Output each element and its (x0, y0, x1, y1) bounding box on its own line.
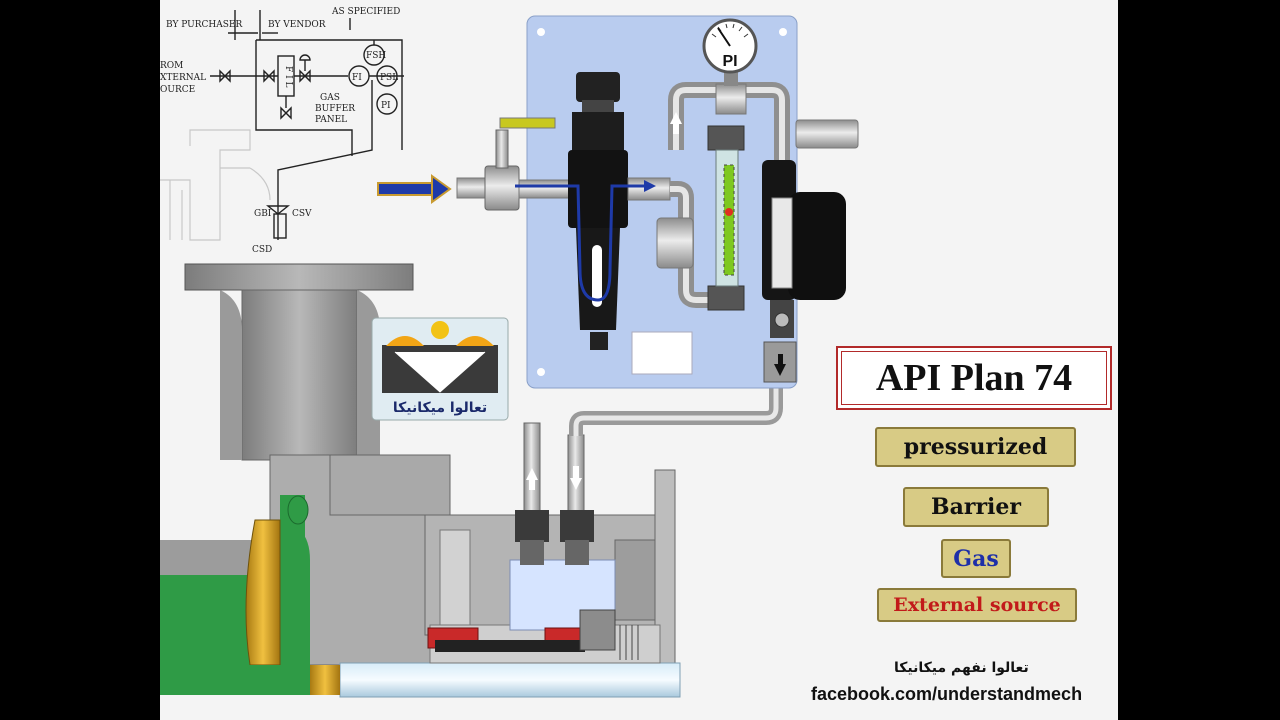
svg-text:GBI: GBI (254, 209, 272, 219)
svg-text:BY PURCHASER: BY PURCHASER (166, 20, 242, 30)
svg-text:PI: PI (381, 101, 391, 111)
svg-text:ROM: ROM (160, 61, 183, 71)
schematic-labels: BY PURCHASER BY VENDOR AS SPECIFIED ROM … (160, 7, 400, 255)
gas-buffer-panel (526, 15, 798, 389)
pump-casing (160, 263, 676, 681)
plan-title: API Plan 74 (875, 357, 1073, 399)
check-valve (656, 217, 694, 269)
flowmeter-fi (707, 125, 745, 311)
seal-ports (515, 422, 594, 565)
svg-text:PSL: PSL (380, 73, 398, 83)
label-gas-text: Gas (953, 545, 999, 572)
svg-text:GAS: GAS (320, 93, 340, 103)
svg-text:FI: FI (352, 73, 362, 83)
svg-text:AS SPECIFIED: AS SPECIFIED (331, 7, 400, 17)
diagram-stage: BY PURCHASER BY VENDOR AS SPECIFIED ROM … (160, 0, 1118, 720)
faded-pump-outline (160, 129, 271, 241)
footer-arabic: تعالوا نفهم ميكانيكا (894, 660, 1029, 676)
pressure-gauge: PI (702, 18, 758, 115)
svg-text:FSH: FSH (366, 51, 386, 61)
gauge-label: PI (722, 53, 737, 70)
label-barrier: Barrier (903, 487, 1049, 527)
inlet-arrow (377, 174, 452, 204)
piping-schematic (210, 10, 404, 240)
svg-text:F I L: F I L (283, 66, 293, 88)
svg-text:BY VENDOR: BY VENDOR (268, 20, 326, 30)
svg-text:OURCE: OURCE (160, 85, 195, 95)
svg-text:PANEL: PANEL (315, 115, 347, 125)
plan74-illustration: BY PURCHASER BY VENDOR AS SPECIFIED ROM … (160, 7, 859, 698)
plan-title-box: API Plan 74 (836, 346, 1112, 410)
label-barrier-text: Barrier (931, 494, 1021, 520)
label-external-source-text: External source (893, 594, 1061, 616)
label-external-source: External source (877, 588, 1077, 622)
logo-text: تعالوا ميكانيكا (393, 400, 487, 416)
seal-cartridge (427, 559, 661, 664)
pump-shaft (339, 662, 681, 698)
label-gas: Gas (941, 539, 1011, 578)
svg-text:BUFFER: BUFFER (315, 104, 355, 114)
filter-regulator (515, 72, 671, 350)
svg-text:CSD: CSD (252, 245, 272, 255)
svg-text:CSV: CSV (292, 209, 312, 219)
svg-text:XTERNAL: XTERNAL (160, 73, 206, 83)
pressure-switch (762, 119, 859, 383)
label-pressurized-text: pressurized (903, 434, 1048, 460)
footer-url[interactable]: facebook.com/understandmech (811, 684, 1083, 704)
hub-collar (310, 665, 340, 695)
label-pressurized: pressurized (875, 427, 1076, 467)
channel-logo: تعالوا ميكانيكا (371, 317, 509, 421)
